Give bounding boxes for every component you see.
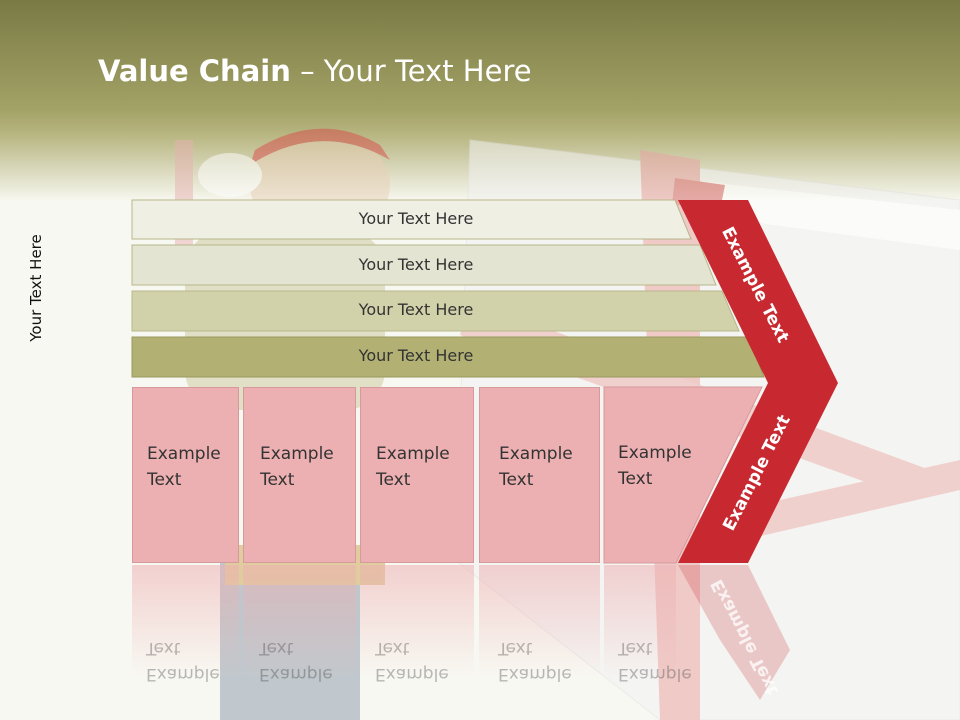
card-1-line2: Text: [147, 470, 182, 490]
row-4: Your Text Here: [132, 337, 700, 376]
activity-card-5: Example Text: [604, 387, 692, 563]
row-band-3: [131, 290, 740, 332]
card-5-reflection: [604, 565, 676, 715]
row-band-1: [131, 199, 692, 240]
row-3-label: Your Text Here: [358, 300, 474, 319]
card-3-line1: Example: [376, 444, 450, 464]
chevron-lower: [678, 383, 838, 563]
card-1-reflection: [132, 565, 239, 715]
card-4-line2: Text: [499, 470, 534, 490]
row-2: Your Text Here: [132, 246, 700, 285]
chevron-reflection: [678, 565, 790, 700]
chevron-upper: [678, 200, 838, 383]
row-3: Your Text Here: [132, 291, 700, 330]
activity-card-2: Example Text: [243, 387, 356, 563]
activity-card-1: Example Text: [132, 387, 239, 563]
activity-card-4: Example Text: [479, 387, 600, 563]
row-band-4: [131, 336, 765, 378]
card-4-line1: Example: [499, 444, 573, 464]
card-3-reflection: [360, 565, 474, 715]
row-1: Your Text Here: [132, 200, 700, 239]
chevron-label-reflection: Example Text: [707, 575, 783, 699]
card-2-line2: Text: [260, 470, 295, 490]
card-2-line1: Example: [260, 444, 334, 464]
card-2-reflection: [243, 565, 356, 715]
row-band-2: [131, 244, 717, 286]
row-1-label: Your Text Here: [358, 209, 474, 228]
row-2-label: Your Text Here: [358, 255, 474, 274]
card-4-reflection: [479, 565, 600, 715]
card-last-edge: [603, 386, 763, 564]
slide-title: Value Chain – Your Text Here: [98, 54, 532, 88]
card-1-line1: Example: [147, 444, 221, 464]
row-4-label: Your Text Here: [358, 346, 474, 365]
activity-card-3: Example Text: [360, 387, 474, 563]
card-3-line2: Text: [376, 470, 411, 490]
